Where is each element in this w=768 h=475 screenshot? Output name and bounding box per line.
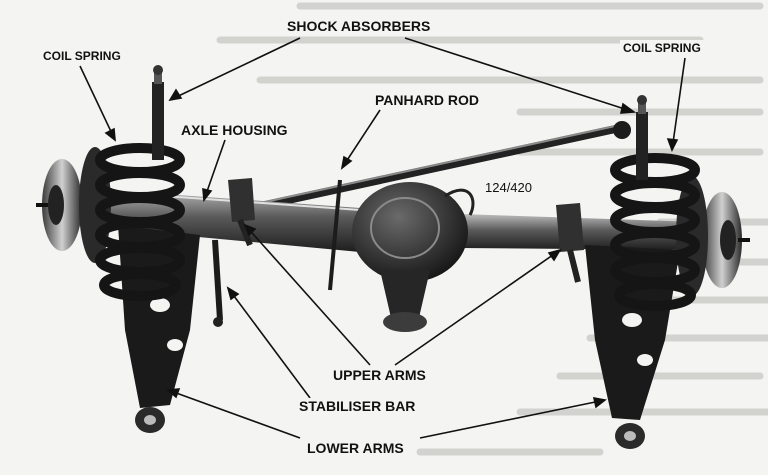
leader-lines [79,37,686,439]
label-axle-housing: AXLE HOUSING [178,122,291,138]
coil-spring-left [95,143,185,301]
label-lower-arms: LOWER ARMS [304,440,407,456]
coil-spring-right [610,153,700,311]
label-shock-absorbers: SHOCK ABSORBERS [284,18,434,34]
label-stabiliser-bar: STABILISER BAR [296,398,419,414]
figure-code: 124/420 [485,180,532,195]
shock-absorber-left [152,65,164,160]
upper-arm-right [556,203,584,283]
upper-arm-left [228,178,255,247]
label-panhard-rod: PANHARD ROD [372,92,482,108]
label-coil-spring-left: COIL SPRING [40,48,124,64]
shock-absorber-right [636,95,648,180]
label-upper-arms: UPPER ARMS [330,367,429,383]
stabiliser-bar [212,179,342,327]
lower-arm-left [118,225,200,433]
brake-drum-left [36,159,82,251]
label-coil-spring-right: COIL SPRING [620,40,704,56]
differential-housing [352,182,475,332]
brake-drum-right [702,192,750,288]
panhard-rod [261,121,631,209]
